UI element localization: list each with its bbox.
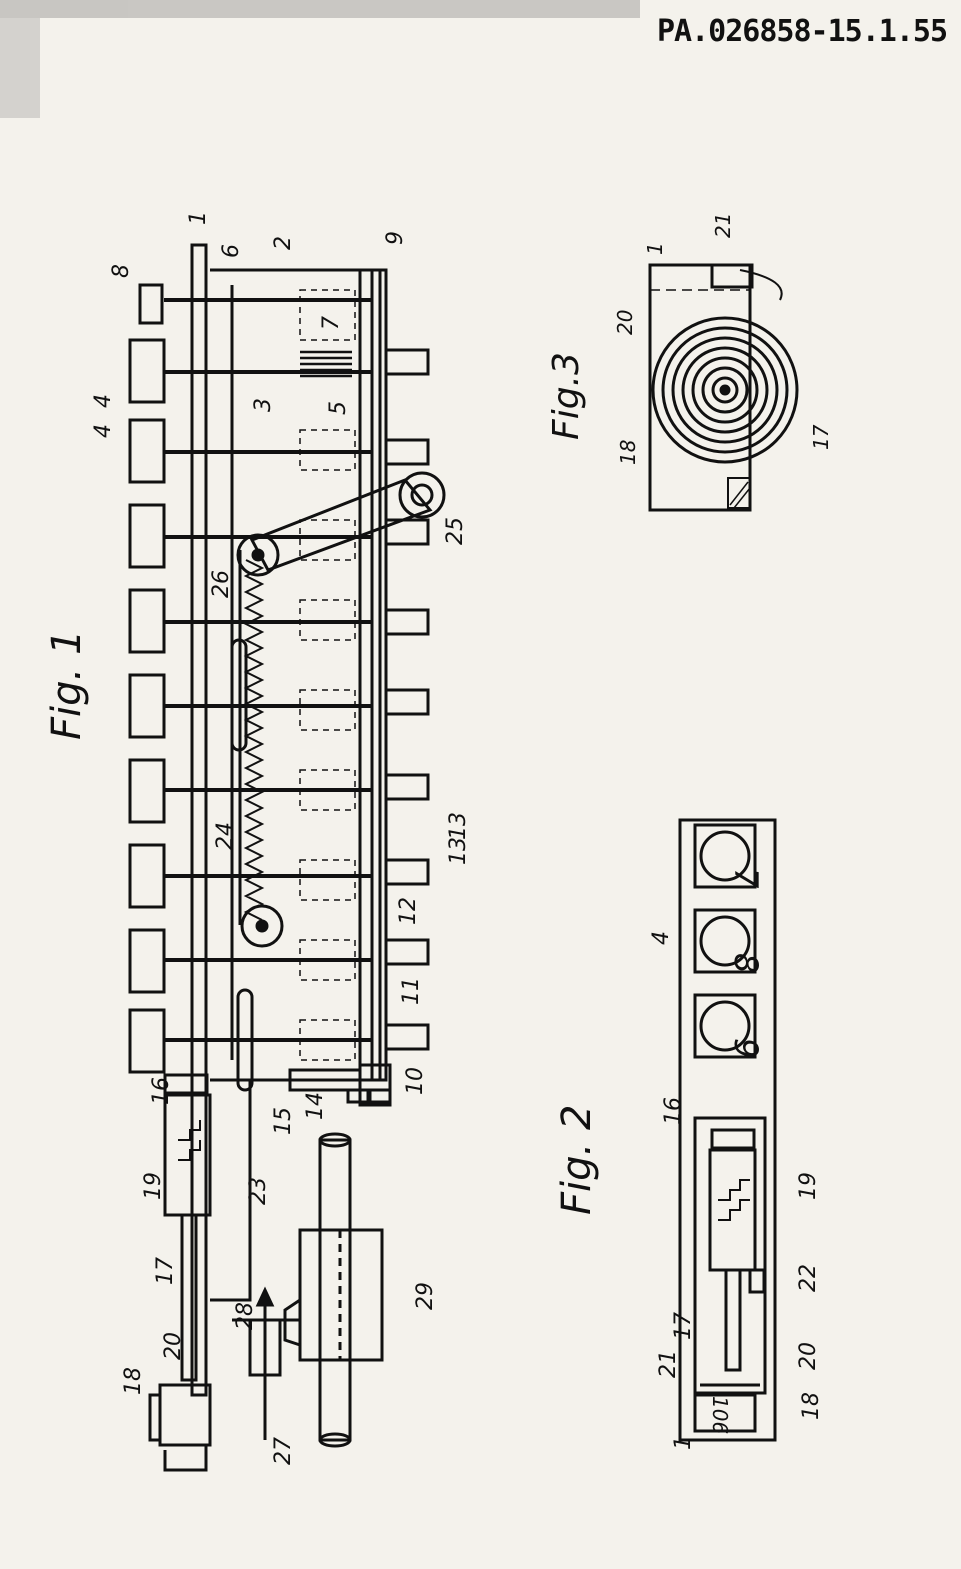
ref-8: 8 [109,264,134,278]
rack-24 [243,559,265,921]
key-stems [164,298,372,1042]
fig2-window-digits: 106 [708,1396,732,1434]
ref-28: 28 [233,1302,258,1330]
detent-22 [748,1268,766,1294]
bar-12 [370,268,388,1082]
slider-23 [210,1078,252,1302]
ref-5: 5 [326,401,351,415]
spring-5 [300,350,352,378]
counter-window-18 [158,1383,212,1447]
fig1-title: Fig. 1 [44,630,90,740]
ref-23: 23 [246,1177,271,1205]
fig2-ref-18: 18 [799,1392,824,1420]
fig2-ref-20: 20 [796,1342,821,1370]
hatch-block [727,477,751,509]
figure-2-labels: Fig. 2 7 8 9 106 1 4 16 17 18 19 20 21 2… [554,868,824,1450]
fig3-title: Fig.3 [546,352,587,440]
fig3-frame [648,263,752,512]
ref-29: 29 [413,1282,438,1310]
housing [678,818,777,1442]
fig2-ref-21: 21 [656,1350,681,1378]
rail-1 [190,243,208,1397]
key-heads [128,283,166,1074]
fig2-ref-1: 1 [671,1436,696,1450]
fig2-ref-22: 22 [796,1264,821,1292]
ref-27: 27 [271,1437,296,1465]
ref-6: 6 [219,244,244,258]
document-number: PA.026858-15.1.55 [656,14,948,49]
ref-16: 16 [149,1077,174,1105]
gear-16 [163,1073,209,1095]
window-18 [693,1393,757,1433]
counter-19 [163,1093,212,1217]
hub-17 [719,384,731,396]
ref-1: 1 [186,211,211,225]
fig3-ref-17: 17 [809,424,833,450]
fig3-ref-1: 1 [643,242,667,255]
mechanism-window [693,1116,767,1395]
ref-3: 3 [251,398,276,412]
slot-upper [230,638,248,752]
figure-3-labels: Fig.3 1 17 18 20 21 [546,213,833,465]
ref-18: 18 [121,1367,146,1395]
ref-26: 26 [209,570,234,598]
ref-11: 11 [399,977,424,1005]
pivot-lower [240,904,284,948]
fig2-title: Fig. 2 [554,1105,600,1215]
gear-16-fig2 [710,1128,756,1150]
ref-24: 24 [213,822,238,850]
spiral-spring-20 [651,316,799,464]
fig2-digit-7: 7 [727,868,765,889]
ref-19: 19 [141,1172,166,1200]
fig2-ref-19: 19 [796,1172,821,1200]
shaft-17-fig2 [724,1268,742,1372]
ref-15: 15 [271,1107,296,1135]
fig3-ref-20: 20 [613,310,637,335]
dashed-guides [299,289,356,1061]
anchor-21 [710,263,754,289]
scan-noise [0,0,640,118]
fig3-ref-18: 18 [616,440,640,465]
ref-10: 10 [403,1067,428,1095]
ref-20: 20 [161,1332,186,1360]
part-10 [358,1063,392,1107]
ref-25: 25 [443,517,468,545]
fig2-ref-17: 17 [671,1312,696,1340]
ref-14: 14 [303,1092,328,1120]
figure-1-labels: Fig. 1 1 2 3 4 4 5 6 7 8 9 10 11 12 13 1… [44,211,471,1465]
lever-25 [249,478,433,572]
ref-17: 17 [153,1257,178,1285]
ref-7: 7 [319,316,344,330]
ref-4b: 4 [91,424,116,438]
stops-13 [384,348,430,1051]
figure-2-drawing [678,818,777,1442]
ref-13a: 13 [446,812,471,840]
figure-1-drawing [128,243,446,1472]
fig3-ref-21: 21 [711,213,735,238]
frame-2 [210,268,382,1082]
ref-9: 9 [383,231,408,245]
fig2-digit-8: 8 [727,953,765,973]
pivot-26 [236,533,280,577]
shaft-17 [180,1213,198,1382]
slot-lower [236,988,254,1092]
fig2-ref-4: 4 [649,931,674,945]
tube-29 [318,1138,352,1442]
ref-13b: 13 [446,837,471,865]
fig2-ref-16: 16 [661,1097,686,1125]
ref-2: 2 [271,236,296,250]
ref-4a: 4 [91,394,116,408]
figure-3-drawing [648,263,799,512]
fig2-digit-9: 9 [727,1038,765,1058]
ref-12: 12 [396,897,421,925]
